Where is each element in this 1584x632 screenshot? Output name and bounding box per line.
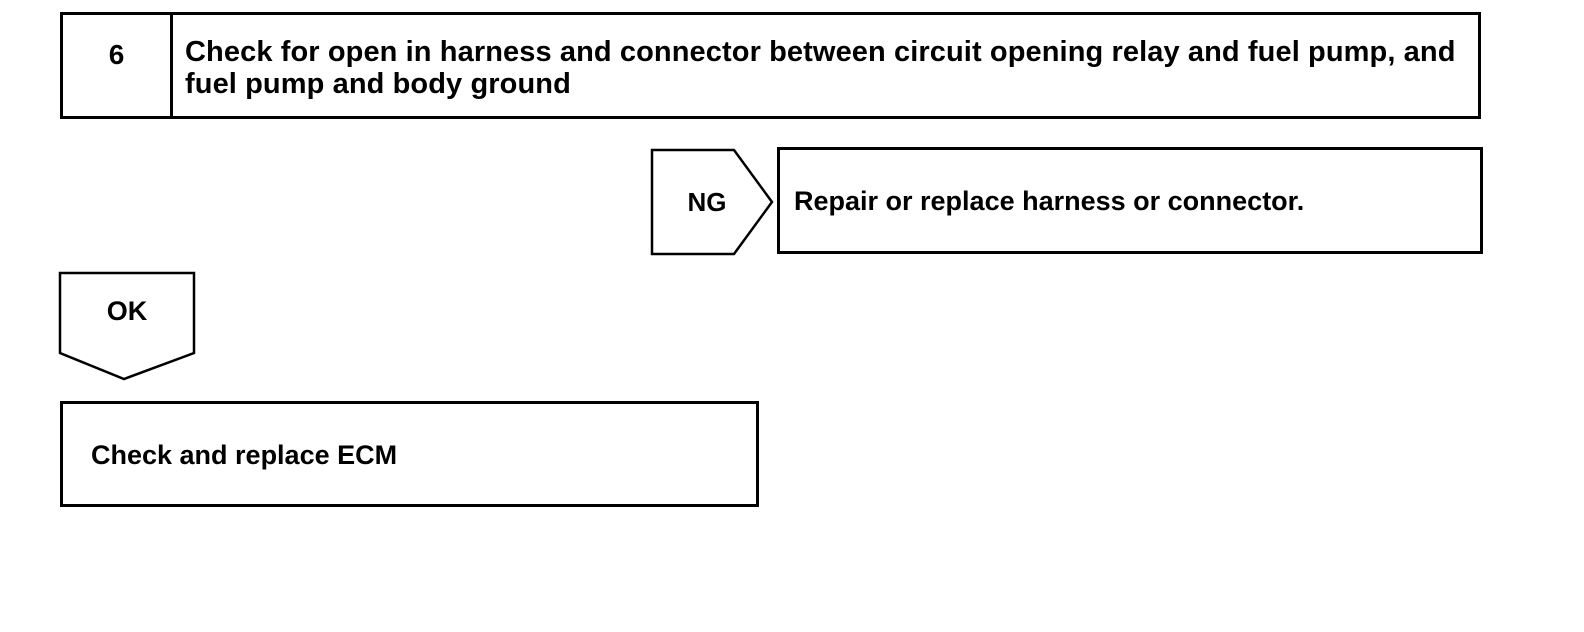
ng-action-text: Repair or replace harness or connector. (794, 186, 1305, 216)
ok-action-box: Check and replace ECM (60, 401, 759, 507)
ok-arrow-shape (58, 271, 196, 381)
ok-label: OK (106, 296, 148, 326)
ok-action-text: Check and replace ECM (91, 440, 398, 470)
ng-label: NG (687, 187, 727, 217)
ng-arrow-shape (650, 148, 774, 256)
step-header: 6 Check for open in harness and connecto… (60, 12, 1481, 119)
step-title: Check for open in harness and connector … (185, 36, 1456, 100)
ng-action-box: Repair or replace harness or connector. (777, 147, 1483, 254)
step-number: 6 (63, 15, 173, 116)
